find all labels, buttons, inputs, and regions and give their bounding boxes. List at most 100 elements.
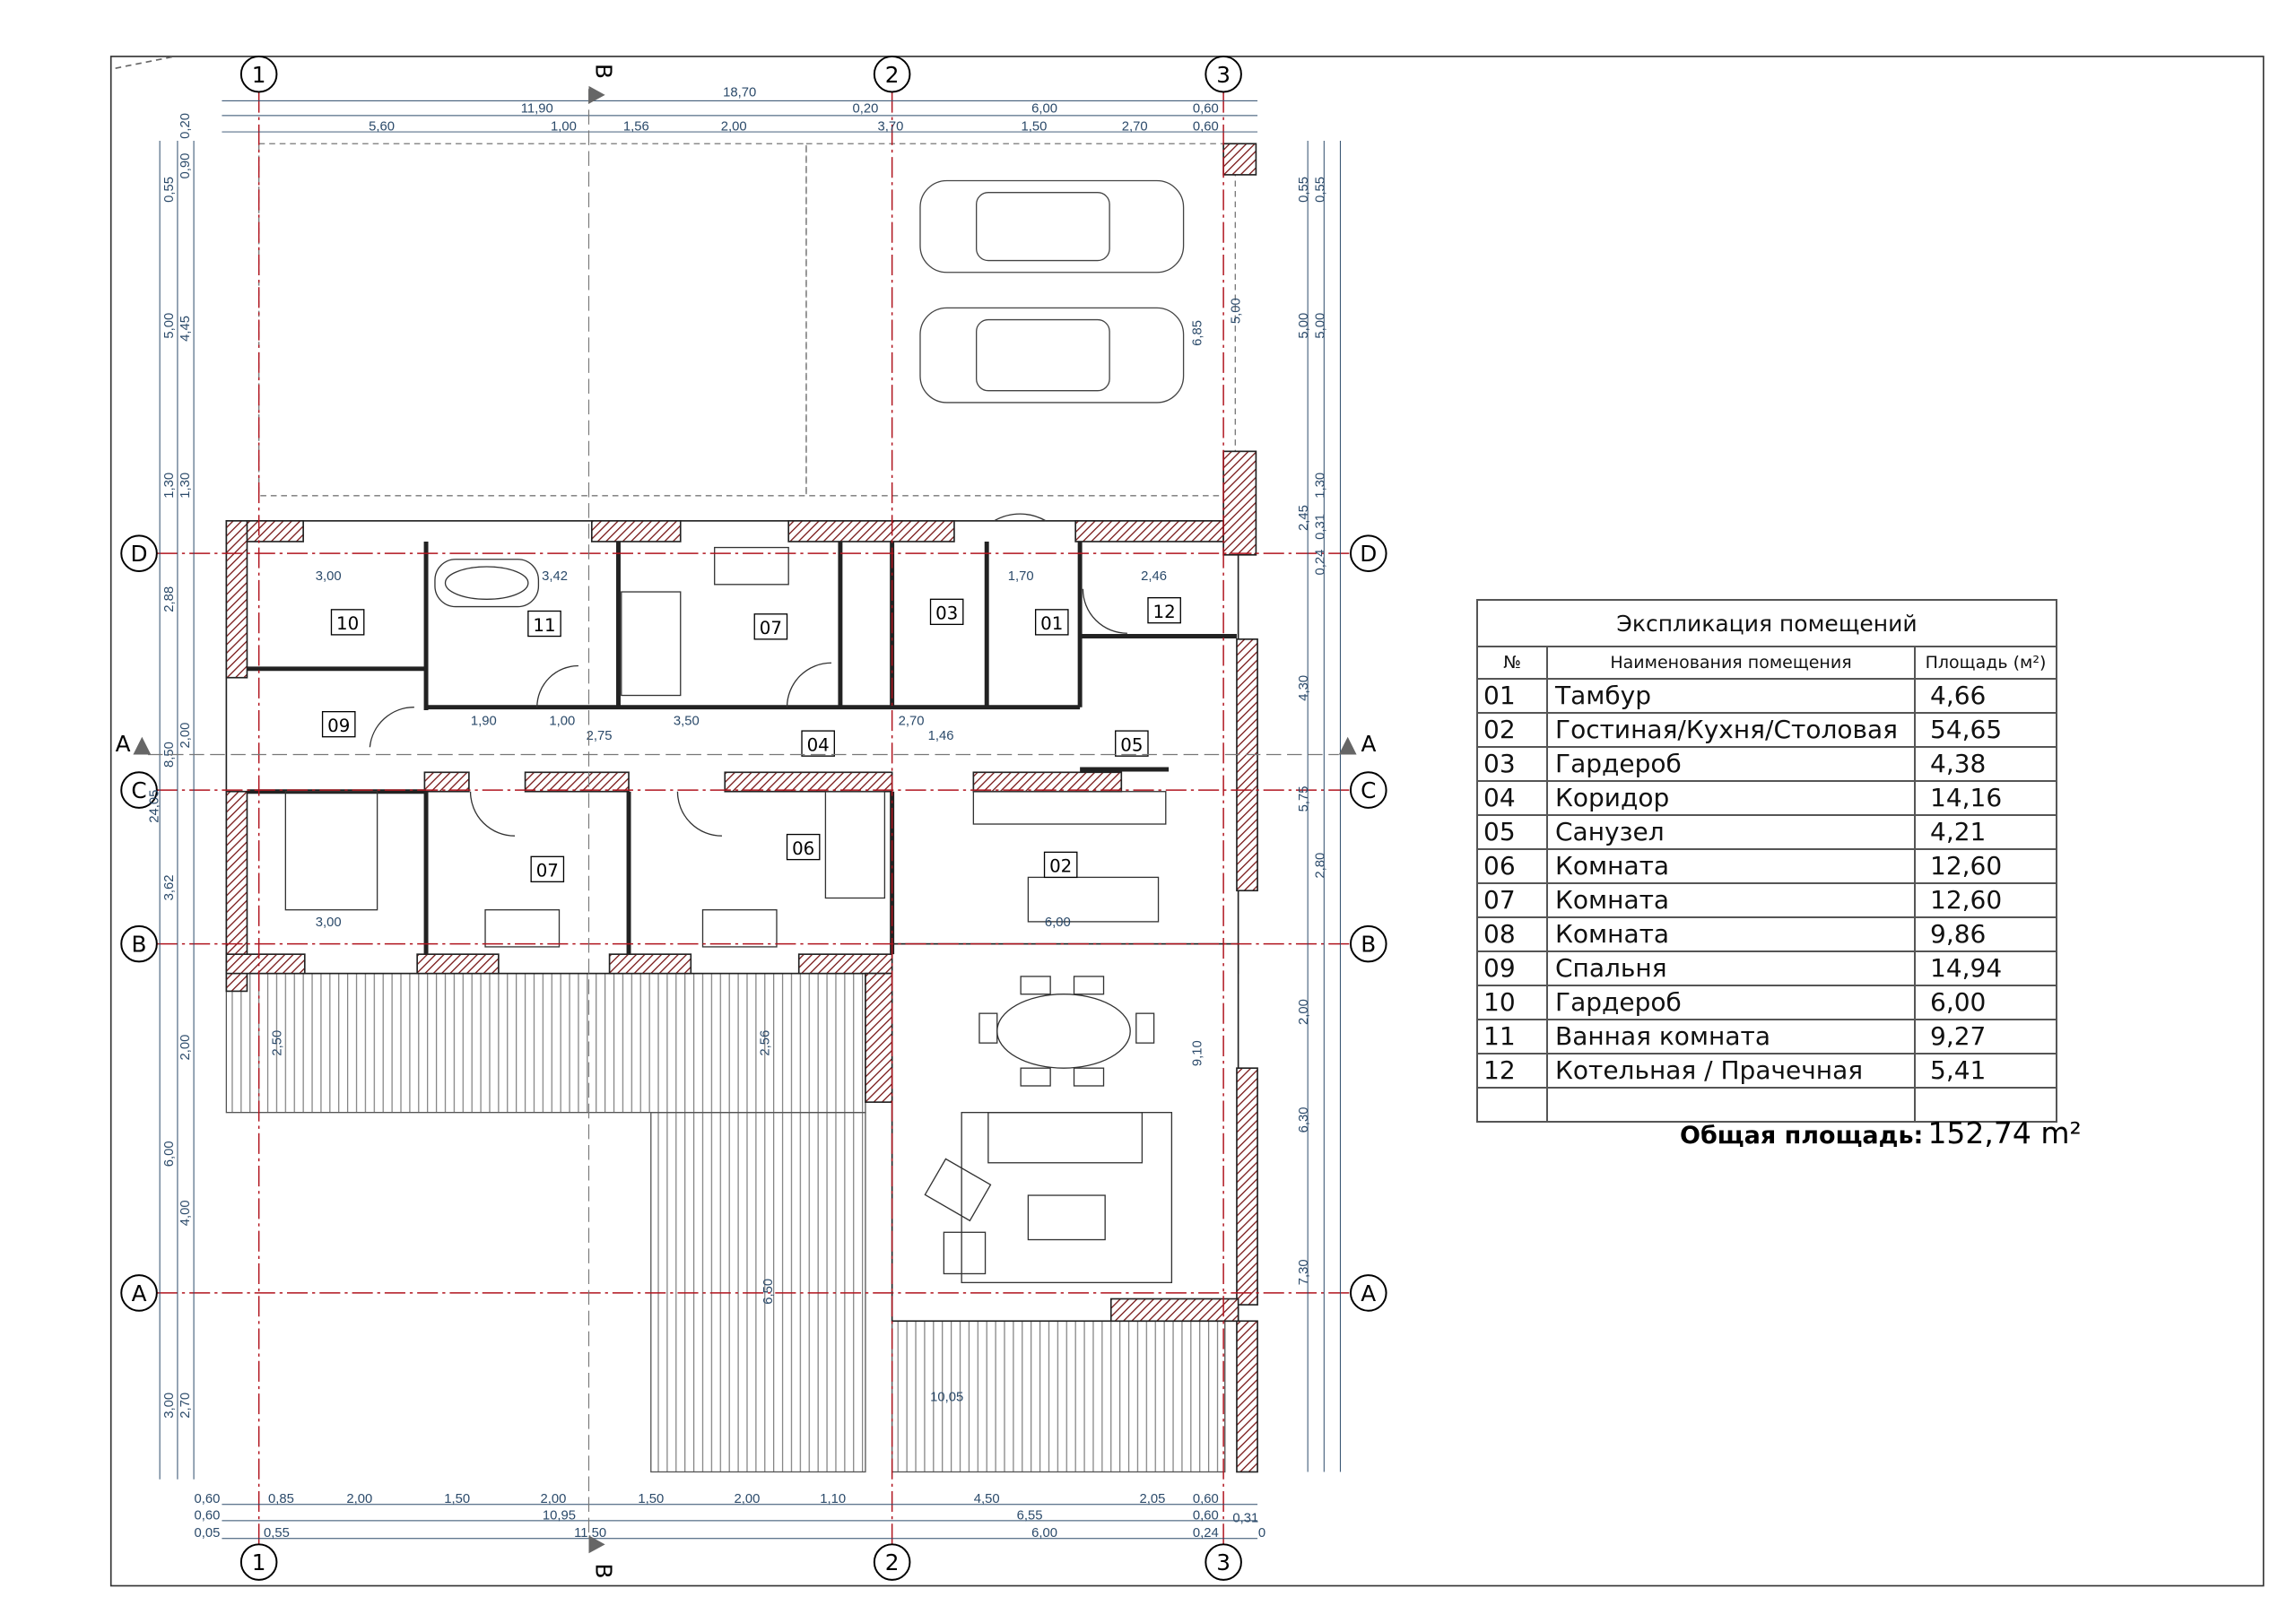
- dimension-label-bottom: 0,31: [1232, 1512, 1258, 1526]
- axis-label: 2: [885, 1549, 900, 1575]
- dimension-label-interior: 2,70: [899, 715, 925, 729]
- room-tag-box: [1115, 730, 1149, 757]
- dimension-label-bottom: 0,24: [1193, 1526, 1219, 1541]
- empty-cell: [1546, 1087, 1916, 1123]
- cell-name: Гардероб: [1546, 985, 1916, 1020]
- dimension-label-bottom: 0,60: [194, 1508, 220, 1523]
- dimension-label-right: 0,31: [1313, 514, 1327, 540]
- room-tag-box: [1147, 596, 1181, 624]
- axis-bubble: [1205, 55, 1242, 93]
- dimension-label-top: 2,00: [721, 119, 747, 134]
- section-label: A: [1361, 731, 1377, 757]
- dimension-label-bottom: 6,55: [1017, 1508, 1043, 1523]
- dimension-label-top: 0,60: [1193, 119, 1219, 134]
- room-tag-box: [801, 730, 835, 757]
- axis-bubble: [1349, 1274, 1387, 1312]
- dimension-label-right: 7,30: [1297, 1259, 1311, 1285]
- axis-bubble: [120, 534, 158, 572]
- dimension-label-right: 5,00: [1313, 313, 1327, 339]
- room-tag: 02: [1043, 851, 1078, 879]
- room-number: 12: [1153, 602, 1176, 622]
- dimension-label-bottom: 6,00: [1031, 1526, 1057, 1541]
- dimension-label-interior: 1,00: [549, 715, 575, 729]
- dimension-label-left: 0,55: [162, 177, 177, 203]
- dimension-label-interior: 3,00: [316, 569, 342, 584]
- bed-icon: [824, 791, 886, 899]
- carport-area: [805, 143, 1236, 497]
- axis-bubble: [1205, 1543, 1242, 1581]
- dimension-label-bottom: 0,60: [194, 1492, 220, 1506]
- room-tag-box: [330, 609, 365, 636]
- dimension-label-bottom: 1,10: [820, 1492, 846, 1506]
- dimension-label-interior: 1,70: [1008, 569, 1034, 584]
- desk-icon: [701, 909, 778, 948]
- cell-name: Санузел: [1546, 814, 1916, 850]
- cell-name: Ванная комната: [1546, 1019, 1916, 1055]
- furniture: [284, 546, 1173, 1284]
- frame-corner-dash: [115, 56, 175, 69]
- cell-num: 08: [1476, 916, 1548, 952]
- bed-icon: [621, 591, 682, 697]
- dimension-label-right: 5,75: [1297, 786, 1311, 812]
- dimension-label-interior: 2,46: [1141, 569, 1167, 584]
- bed-icon: [284, 791, 378, 911]
- cell-area: 9,86: [1914, 916, 2057, 952]
- cell-area: 6,00: [1914, 985, 2057, 1020]
- cell-num: 07: [1476, 882, 1548, 918]
- room-tag: 03: [929, 598, 964, 625]
- dimension-label-right: 6,30: [1297, 1107, 1311, 1133]
- house-main-block: [225, 520, 1239, 975]
- dining-chairs: [978, 976, 1155, 1087]
- dimension-label-left: 1,30: [178, 473, 193, 499]
- cell-name: Комната: [1546, 916, 1916, 952]
- dimension-label-left: 2,88: [162, 586, 177, 612]
- room-tag: 11: [527, 610, 561, 638]
- dimension-label-left: 3,00: [162, 1393, 177, 1419]
- dimension-label-right: 5,00: [1297, 313, 1311, 339]
- cell-area: 14,16: [1914, 780, 2057, 816]
- dimension-label-interior: 2,75: [587, 729, 613, 743]
- dimension-label-right: 2,80: [1313, 853, 1327, 879]
- dimension-label-bottom: 2,00: [346, 1492, 372, 1506]
- cell-num: 04: [1476, 780, 1548, 816]
- axis-bubble: [873, 55, 911, 93]
- walls: [225, 450, 1258, 1473]
- axis-bubble: [1349, 924, 1387, 963]
- dimension-label-bottom: 0,55: [264, 1526, 290, 1541]
- dimension-label-interior: 1,46: [928, 729, 954, 743]
- dimension-label-top: 1,00: [551, 119, 577, 134]
- dimension-label-right: 0,55: [1313, 177, 1327, 203]
- dimension-label-interior: 2,50: [270, 1030, 284, 1056]
- dimension-label-bottom: 2,00: [735, 1492, 761, 1506]
- cell-num: 11: [1476, 1019, 1548, 1055]
- cell-num: 05: [1476, 814, 1548, 850]
- drawing-frame: [109, 56, 2265, 1587]
- desk-icon: [484, 909, 561, 948]
- axis-label: 1: [252, 1549, 266, 1575]
- room-number: 06: [792, 838, 814, 859]
- dimension-label-left: 1,30: [162, 473, 177, 499]
- dimension-label-top: 11,90: [521, 102, 553, 117]
- dimension-label-bottom: 0: [1258, 1526, 1265, 1541]
- room-tag-box: [527, 610, 561, 638]
- room-tag: 04: [801, 730, 835, 757]
- dimension-label-top: 5,60: [369, 119, 395, 134]
- empty-cell: [1476, 1087, 1548, 1123]
- kitchen-counter: [972, 791, 1167, 825]
- cell-name: Гардероб: [1546, 746, 1916, 782]
- car-icon: [919, 179, 1185, 404]
- cell-area: 12,60: [1914, 882, 2057, 918]
- dimension-label-bottom: 0,60: [1193, 1492, 1219, 1506]
- dimension-label-left: 5,00: [162, 313, 177, 339]
